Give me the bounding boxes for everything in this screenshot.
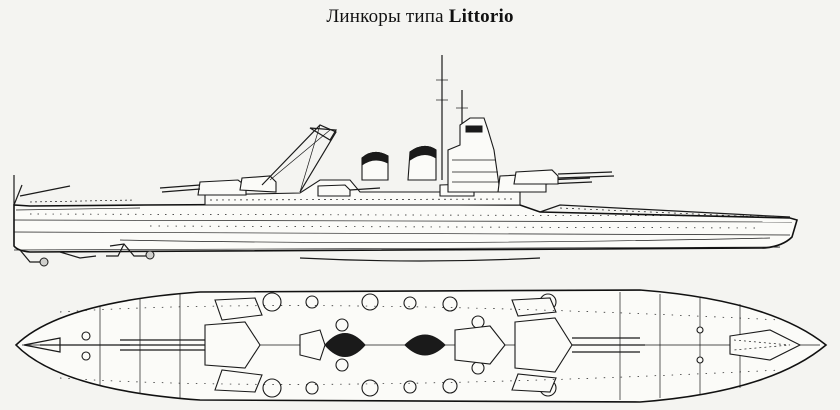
deck-strake-upper: [13, 219, 793, 223]
belt-armour: [119, 237, 771, 243]
title-prefix: Линкоры типа: [326, 6, 444, 27]
aircraft-crane: [261, 124, 338, 193]
bow-rail: [19, 185, 71, 197]
forecastle-rail-dots: [29, 199, 136, 203]
page-title: Линкоры типа Littorio: [0, 6, 840, 28]
forecastle-dots: [559, 207, 786, 219]
plan-funnels: [299, 329, 446, 361]
top-plan-view: [14, 289, 828, 403]
aft-main-turret-plan: [120, 297, 263, 393]
forward-main-turrets-plan: [454, 297, 645, 393]
bulge-line: [299, 257, 541, 262]
propellers: [19, 243, 155, 267]
stern-deck-fittings: [23, 331, 130, 361]
funnels: [361, 145, 437, 181]
aft-turret-side: [159, 175, 277, 196]
title-ship-class: Littorio: [448, 6, 514, 27]
bow-deck-fittings: [696, 326, 802, 364]
forward-main-turrets-side: [497, 169, 615, 193]
forward-tower: [447, 117, 501, 193]
waterline: [13, 246, 781, 251]
side-profile-view: [13, 55, 798, 267]
bow-sheer: [13, 184, 23, 206]
portholes-row-1: [29, 213, 781, 217]
forecastle-line: [539, 204, 791, 218]
deck-strake-mid: [13, 231, 791, 236]
bow-deck-line: [15, 207, 141, 211]
